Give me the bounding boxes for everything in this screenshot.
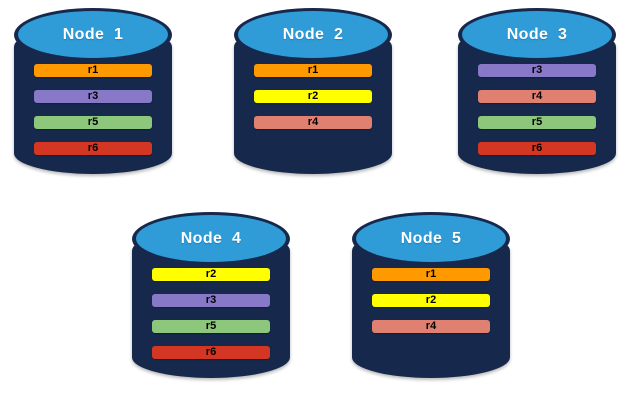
record-bar-r4[interactable]: r4 [372,320,490,333]
database-node-3[interactable]: Node 3 r3 r4 r5 r6 [452,4,622,179]
record-bar-r2[interactable]: r2 [254,90,372,103]
cylinder-top-cap [238,11,388,58]
database-node-2[interactable]: Node 2 r1 r2 r4 [228,4,398,179]
record-bar-r2[interactable]: r2 [152,268,270,281]
node-title: Node 5 [400,229,462,247]
record-bar-r6[interactable]: r6 [34,142,152,155]
record-list: r3 r4 r5 r6 [452,64,622,168]
record-bar-r3[interactable]: r3 [152,294,270,307]
record-list: r1 r2 r4 [346,268,516,346]
record-bar-r4[interactable]: r4 [254,116,372,129]
node-title: Node 3 [506,25,568,43]
record-bar-r6[interactable]: r6 [478,142,596,155]
record-bar-r5[interactable]: r5 [152,320,270,333]
node-title: Node 4 [180,229,242,247]
cylinder-top-cap [462,11,612,58]
record-bar-r1[interactable]: r1 [254,64,372,77]
record-list: r2 r3 r5 r6 [126,268,296,372]
cylinder-top-cap [18,11,168,58]
record-list: r1 r2 r4 [228,64,398,142]
node-title: Node 2 [282,25,344,43]
record-bar-r5[interactable]: r5 [34,116,152,129]
record-bar-r4[interactable]: r4 [478,90,596,103]
record-bar-r3[interactable]: r3 [478,64,596,77]
record-bar-r2[interactable]: r2 [372,294,490,307]
database-node-1[interactable]: Node 1 r1 r3 r5 r6 [8,4,178,179]
record-bar-r3[interactable]: r3 [34,90,152,103]
record-bar-r1[interactable]: r1 [372,268,490,281]
record-bar-r6[interactable]: r6 [152,346,270,359]
database-node-4[interactable]: Node 4 r2 r3 r5 r6 [126,208,296,383]
record-list: r1 r3 r5 r6 [8,64,178,168]
record-bar-r5[interactable]: r5 [478,116,596,129]
record-bar-r1[interactable]: r1 [34,64,152,77]
database-node-5[interactable]: Node 5 r1 r2 r4 [346,208,516,383]
node-title: Node 1 [62,25,124,43]
cylinder-top-cap [356,215,506,262]
cylinder-top-cap [136,215,286,262]
